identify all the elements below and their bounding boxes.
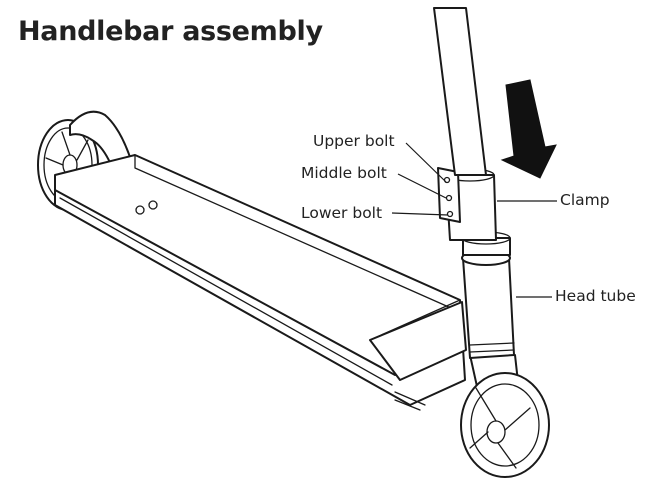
middle-bolt-label: Middle bolt [301, 164, 387, 182]
down-arrow-icon [500, 79, 557, 179]
clamp-label: Clamp [560, 191, 610, 209]
lower-bolt-label: Lower bolt [301, 204, 383, 222]
leader-lines [391, 142, 557, 298]
upper-bolt-label: Upper bolt [313, 132, 395, 150]
front-wheel [460, 354, 550, 478]
handlebar-stem [433, 7, 487, 176]
handlebar-clamp [437, 167, 497, 241]
deck [54, 154, 467, 411]
head-tube-label: Head tube [555, 287, 636, 305]
head-tube [461, 231, 515, 359]
diagram-title: Handlebar assembly [18, 16, 323, 47]
